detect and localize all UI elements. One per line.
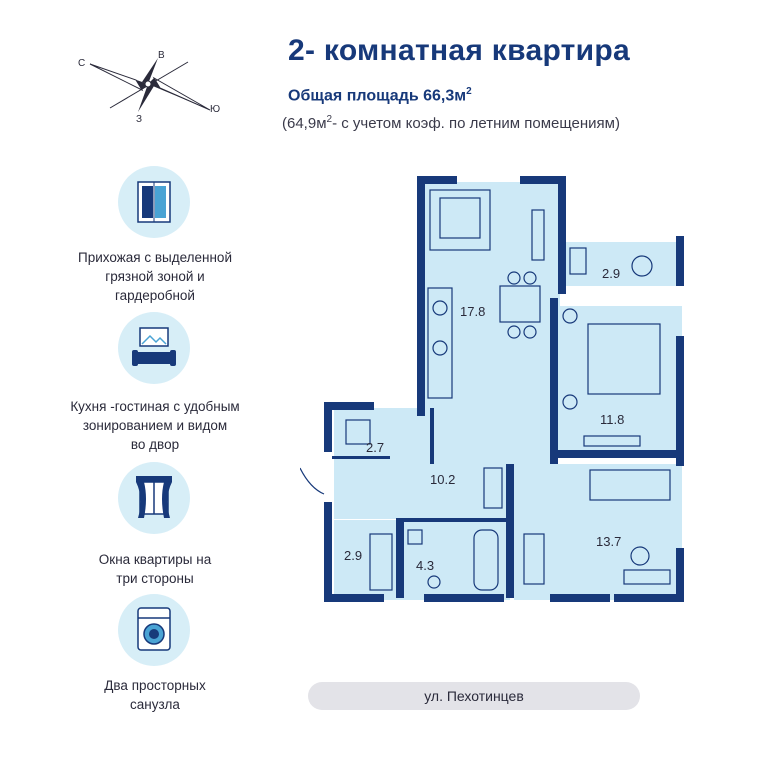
coef-sup: 2 (326, 114, 333, 125)
feature-line: гардеробной (115, 288, 195, 303)
street-label: ул. Пехотинцев (308, 682, 640, 710)
room-area-bedroom-2: 13.7 (596, 534, 621, 549)
compass-rose: С В Ю З (78, 50, 220, 125)
feature-line: грязной зоной и (105, 269, 205, 284)
feature-line: Два просторных (104, 678, 206, 693)
feature-line: Кухня -гостиная с удобным (70, 399, 240, 414)
room-fills (334, 182, 682, 600)
room-area-bathroom: 2.7 (366, 440, 384, 455)
room-area-bathroom-2: 4.3 (416, 558, 434, 573)
compass-north-label: С (78, 58, 85, 69)
total-area: Общая площадь 66,3м2 (288, 86, 472, 105)
feature-line: зонированием и видом (82, 418, 228, 433)
page-title: 2- комнатная квартира (288, 34, 631, 67)
compass-east-label: В (158, 50, 165, 61)
feature-label-bathrooms: Два просторных санузла (40, 676, 270, 714)
feature-line: три стороны (116, 571, 194, 586)
walls (324, 176, 684, 602)
furniture (300, 189, 671, 591)
window-icon (118, 462, 190, 534)
living-room-icon (118, 312, 190, 384)
feature-label-windows: Окна квартиры на три стороны (40, 550, 270, 588)
coef-rest: - с учетом коэф. по летним помещениям) (332, 115, 620, 132)
feature-line: Окна квартиры на (98, 552, 212, 567)
coef-open: (64,9м (282, 115, 327, 132)
feature-label-hallway: Прихожая с выделенной грязной зоной и га… (40, 248, 270, 305)
feature-label-kitchen: Кухня -гостиная с удобным зонированием и… (40, 397, 270, 454)
feature-line: во двор (130, 437, 180, 452)
total-area-text: Общая площадь 66,3м (288, 87, 467, 105)
room-area-bedroom-1: 11.8 (600, 412, 624, 427)
hallway-wardrobe-icon (118, 166, 190, 238)
floor-plan: 17.8 2.9 11.8 2.7 10.2 2.9 4.3 13.7 (300, 176, 684, 602)
room-area-wardrobe: 2.9 (344, 548, 362, 563)
room-area-hallway: 10.2 (430, 472, 455, 487)
compass-west-label: З (136, 114, 142, 125)
washing-machine-icon (118, 594, 190, 666)
feature-line: Прихожая с выделенной (78, 250, 232, 265)
total-area-unit-sup: 2 (466, 86, 472, 97)
compass-needles (89, 58, 211, 112)
compass-south-label: Ю (210, 104, 220, 115)
room-area-balcony: 2.9 (602, 266, 620, 281)
area-coefficient-note: (64,9м2- с учетом коэф. по летним помеще… (282, 114, 620, 132)
feature-line: санузла (130, 697, 180, 712)
room-area-kitchen-living: 17.8 (460, 304, 485, 319)
